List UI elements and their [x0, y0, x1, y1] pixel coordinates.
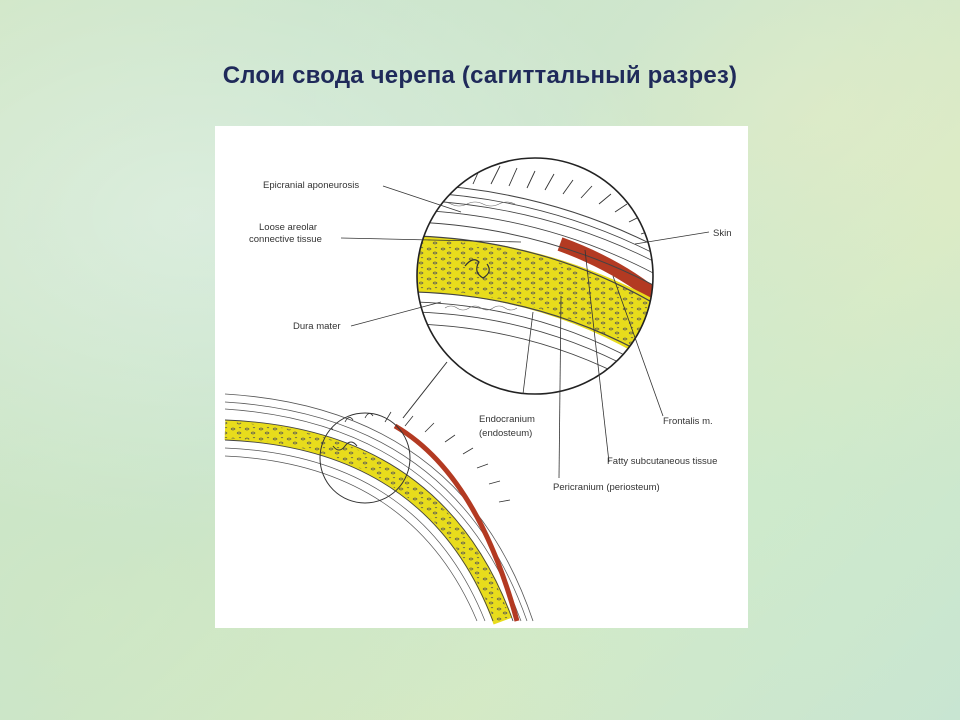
label-endocranium: Endocranium: [479, 414, 535, 425]
label-loose-areolar: Loose areolar: [259, 222, 317, 233]
skull-layers-diagram: Epicranial aponeurosis Loose areolar con…: [223, 157, 731, 628]
slide-title: Слои свода черепа (сагиттальный разрез): [222, 62, 738, 89]
magnified-layers: [417, 158, 653, 394]
leader-lines: [340, 185, 710, 479]
label-pericranium: Pericranium (periosteum): [553, 482, 660, 493]
magnifier-connector: [402, 361, 448, 419]
label-frontalis: Frontalis m.: [663, 416, 713, 427]
big-magnifier-circle: [416, 157, 654, 395]
label-connective-tissue: connective tissue: [249, 234, 322, 245]
label-endosteum: (endosteum): [479, 428, 532, 439]
skull-arc-section: [223, 379, 546, 628]
skull-layers-figure: Epicranial aponeurosis Loose areolar con…: [215, 126, 748, 628]
label-dura-mater: Dura mater: [293, 321, 341, 332]
label-fatty-subcutaneous: Fatty subcutaneous tissue: [607, 456, 717, 467]
label-epicranial-aponeurosis: Epicranial aponeurosis: [263, 180, 359, 191]
frontalis-muscle: [557, 237, 653, 302]
muscle-stripe-arc: [393, 423, 520, 622]
label-skin: Skin: [713, 228, 731, 239]
small-magnifier-circle: [319, 412, 411, 504]
